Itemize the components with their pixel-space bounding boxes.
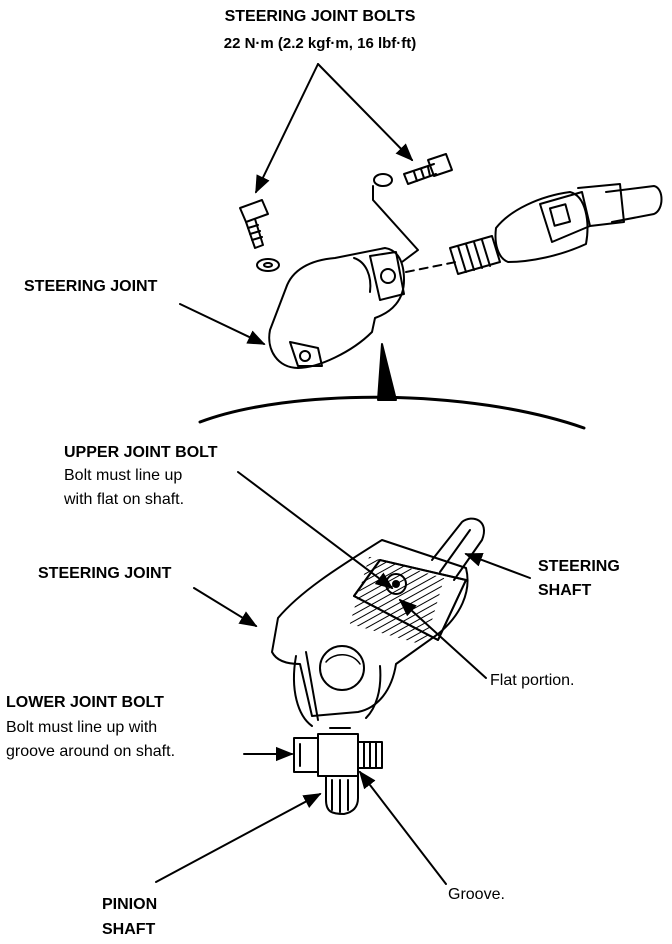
- bolts-arrow-right: [317, 63, 414, 162]
- groove-arrow: [358, 770, 447, 885]
- lower-joint-bolt-line2: groove around on shaft.: [6, 743, 176, 760]
- pinion-shaft-arrow: [155, 793, 322, 883]
- upper-joint-bolt-line2: with flat on shaft.: [64, 491, 185, 508]
- flat-portion-arrow: [398, 598, 487, 679]
- groove-label: Groove.: [448, 886, 505, 903]
- upper-joint-bolt-line1: Bolt must line up: [64, 467, 183, 484]
- right-washer: [373, 173, 393, 187]
- lower-joint-bolt-title: LOWER JOINT BOLT: [6, 694, 164, 711]
- steering-joint-bottom-label: STEERING JOINT: [38, 565, 172, 582]
- zoom-wedge: [377, 343, 397, 401]
- steering-joint-top-arrow: [179, 303, 266, 345]
- right-bolt-part: [403, 153, 453, 185]
- bolts-torque: 22 N·m (2.2 kgf·m, 16 lbf·ft): [223, 35, 417, 52]
- pinion-shaft-label-1: PINION: [102, 896, 158, 913]
- bolts-arrow-left: [255, 63, 319, 194]
- zoom-arc: [198, 395, 586, 430]
- steering-shaft-label-1: STEERING: [538, 558, 620, 575]
- pinion-shaft-label-2: SHAFT: [102, 921, 156, 938]
- lower-joint-bolt-line1: Bolt must line up with: [6, 719, 158, 736]
- upper-steering-shaft-part: [449, 183, 663, 275]
- bolts-title: STEERING JOINT BOLTS: [224, 8, 416, 25]
- steering-shaft-label-2: SHAFT: [538, 582, 592, 599]
- upper-joint-bolt-title: UPPER JOINT BOLT: [64, 444, 218, 461]
- upper-bolt-part: [239, 199, 269, 249]
- upper-washer: [256, 258, 280, 272]
- upper-steering-joint-part: [268, 247, 405, 369]
- steering-joint-top-label: STEERING JOINT: [24, 278, 158, 295]
- lower-steering-joint-part: [271, 517, 485, 815]
- flat-portion-label: Flat portion.: [490, 672, 575, 689]
- steering-shaft-arrow: [464, 552, 531, 579]
- upper-joint-bolt-arrow: [237, 471, 394, 590]
- steering-joint-bottom-arrow: [193, 587, 258, 627]
